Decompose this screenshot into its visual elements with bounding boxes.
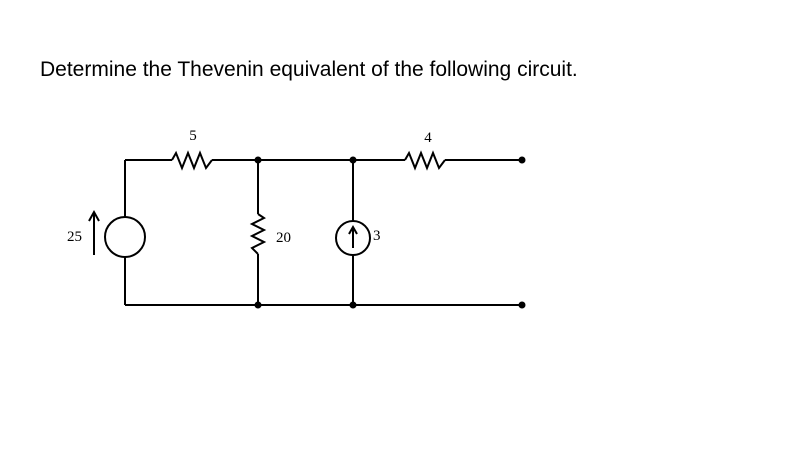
resistor-20-label: 20 <box>276 230 291 246</box>
junction-dot <box>349 156 357 164</box>
junction-dot <box>254 301 262 309</box>
junction-dot <box>254 156 262 164</box>
resistor-4-symbol <box>404 150 446 171</box>
terminal-a-dot <box>518 156 526 164</box>
resistor-5-symbol <box>171 150 213 171</box>
resistor-20-symbol <box>249 213 267 255</box>
resistor-5-label: 5 <box>189 128 197 144</box>
resistor-4-label: 4 <box>424 130 432 146</box>
current-source-label: 3 <box>373 228 381 244</box>
voltage-source-label: 25 <box>67 229 82 245</box>
question-text: Determine the Thevenin equivalent of the… <box>40 58 578 81</box>
current-source-arrow-icon <box>348 224 358 248</box>
current-source-symbol <box>335 220 371 256</box>
junction-dot <box>349 301 357 309</box>
terminal-b-dot <box>518 301 526 309</box>
voltage-source-arrow-icon <box>88 209 100 255</box>
voltage-source-symbol <box>104 216 146 258</box>
